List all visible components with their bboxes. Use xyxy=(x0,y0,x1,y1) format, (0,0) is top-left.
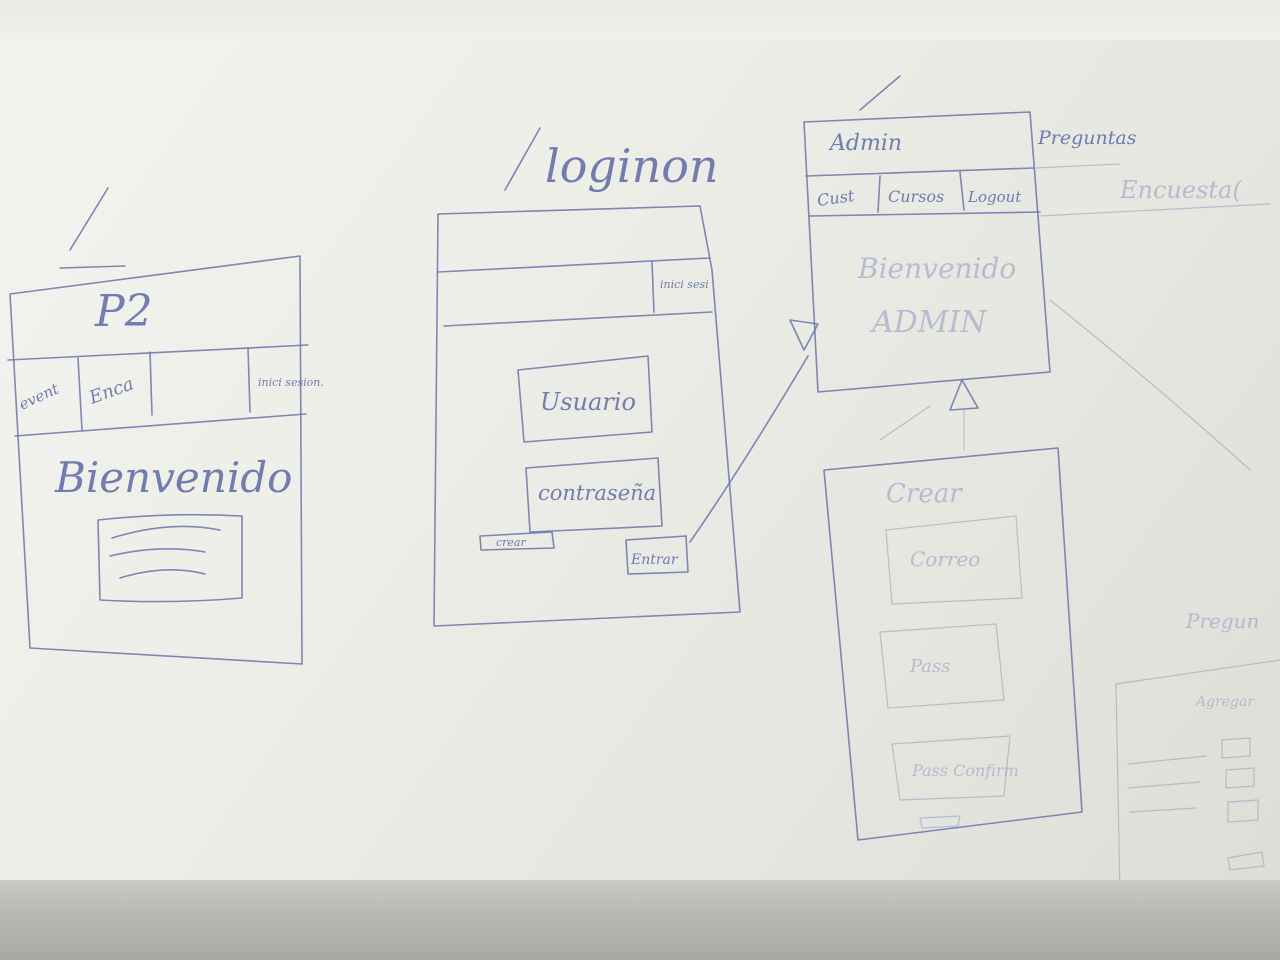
username-label: Usuario xyxy=(540,388,636,416)
email-label: Correo xyxy=(910,547,980,571)
admin-welcome-2: ADMIN xyxy=(869,305,988,340)
username-field xyxy=(517,355,653,443)
admin-title: Admin xyxy=(828,131,902,156)
enter-button xyxy=(625,535,689,575)
admin-nav-2: Cursos xyxy=(888,187,944,206)
admin-welcome-1: Bienvenido xyxy=(857,252,1016,285)
p2-nav-mid: Enca xyxy=(86,373,137,409)
questions-label: Pregun xyxy=(1185,609,1259,633)
sketch-questions-partial: Pregun Agregar xyxy=(1115,609,1280,897)
p2-nav-right: inici sesion. xyxy=(258,376,324,389)
pass-field xyxy=(879,623,1005,709)
sketch-login-page: loginon inici sesi Usuario contraseña cr… xyxy=(433,127,809,627)
admin-nav-1: Cust xyxy=(816,186,856,210)
add-label: Agregar xyxy=(1194,694,1255,710)
whiteboard-top-frame xyxy=(0,0,1280,40)
login-title: loginon xyxy=(545,139,719,193)
create-button-label: crear xyxy=(496,536,526,549)
marker-tray xyxy=(0,880,1280,960)
admin-side-label: Preguntas xyxy=(1037,127,1137,149)
create-button xyxy=(479,531,555,551)
pass-confirm-field xyxy=(891,735,1011,801)
admin-side-label-2: Encuesta( xyxy=(1119,176,1242,204)
password-field xyxy=(525,457,663,533)
enter-button-label: Entrar xyxy=(630,552,679,568)
email-field xyxy=(885,515,1023,605)
login-nav-right: inici sesi xyxy=(660,278,709,291)
sketch-create-user: Crear Correo Pass Pass Confirm xyxy=(823,447,1083,841)
p2-nav-left: event xyxy=(16,379,62,413)
pass-confirm-label: Pass Confirm xyxy=(911,761,1019,780)
sketch-admin-page: Admin Cust Cursos Logout Preguntas Encue… xyxy=(789,75,1271,471)
sketch-p2-homepage: P2 event Enca inici sesion. Bienvenido xyxy=(7,187,324,665)
admin-nav-3: Logout xyxy=(967,188,1022,206)
create-title: Crear xyxy=(886,479,963,509)
password-label: contraseña xyxy=(538,481,656,505)
p2-welcome: Bienvenido xyxy=(54,453,292,502)
p2-image-placeholder xyxy=(97,513,243,603)
p2-title: P2 xyxy=(94,286,153,337)
pass-label: Pass xyxy=(909,656,951,677)
